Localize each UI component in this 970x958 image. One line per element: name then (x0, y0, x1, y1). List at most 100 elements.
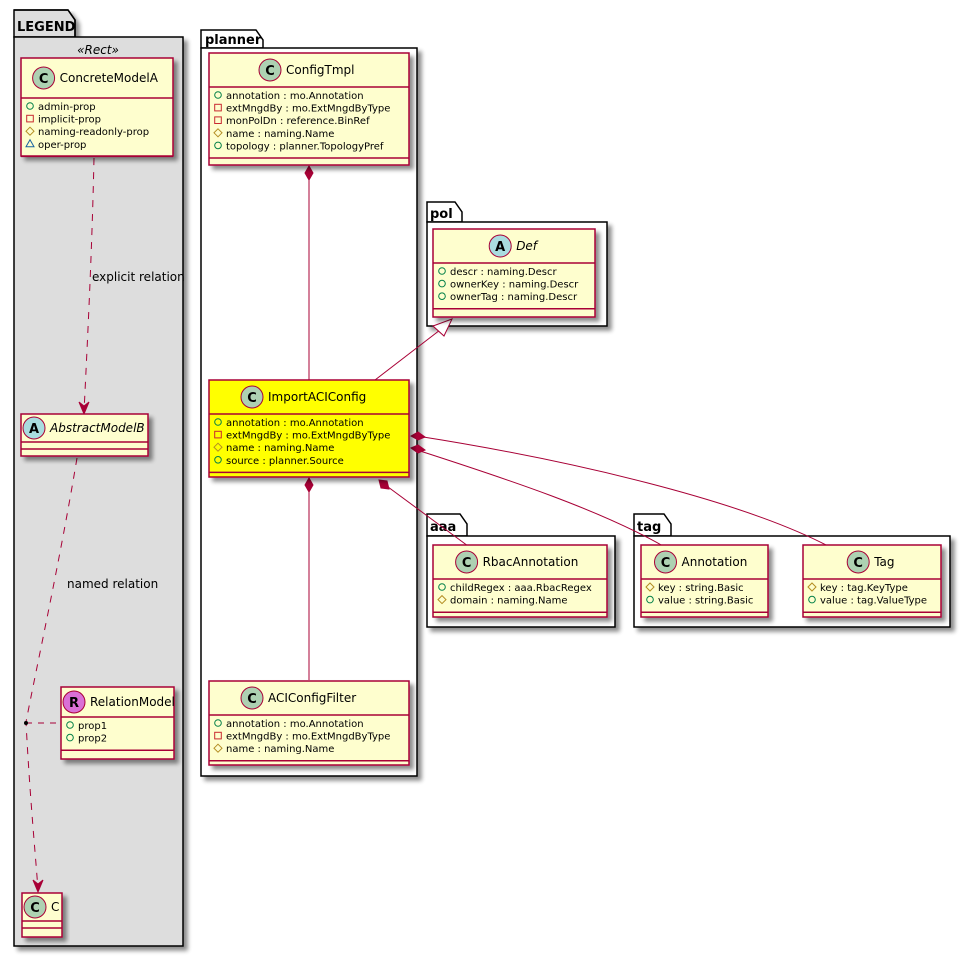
protected-visibility-icon (213, 442, 223, 452)
public-visibility-icon (66, 733, 74, 742)
attribute: extMngdBy : mo.ExtMngdByType (226, 732, 390, 743)
package-pol-label: pol (430, 207, 453, 222)
private-visibility-icon (26, 114, 34, 123)
public-visibility-icon (438, 292, 446, 301)
class-box (802, 544, 942, 618)
label-named-relation: named relation (67, 577, 158, 591)
public-visibility-icon (808, 595, 816, 604)
attribute: name : naming.Name (226, 129, 334, 140)
composition-diamond-rbac (378, 479, 390, 490)
attribute: oper-prop (38, 140, 86, 151)
protected-visibility-icon (213, 743, 223, 753)
attribute: admin-prop (38, 102, 96, 113)
class-import-aci-config[interactable]: C ImportACIConfig annotation : mo.Annotati… (208, 379, 410, 478)
protected-visibility-icon (437, 594, 447, 605)
circle-letter: A (29, 422, 39, 437)
protected-visibility-icon (807, 582, 817, 592)
attribute: name : naming.Name (226, 443, 334, 454)
circle-letter: C (462, 556, 472, 571)
attribute: annotation : mo.Annotation (226, 418, 364, 429)
protected-visibility-icon (645, 582, 655, 592)
attribute: descr : naming.Descr (450, 267, 557, 278)
attribute: naming-readonly-prop (38, 127, 149, 138)
class-box (208, 52, 410, 166)
abstract-circle-icon (22, 416, 46, 440)
class-name: ConcreteModelA (60, 71, 159, 85)
composition-diamond-aciconfigfilter (304, 476, 314, 494)
public-visibility-icon (214, 91, 222, 99)
class-abstract-model-b[interactable]: A AbstractModelB (20, 413, 149, 457)
edge-importaciconfig-tag (416, 435, 829, 547)
class-circle-icon (846, 550, 870, 574)
class-name: RbacAnnotation (483, 555, 579, 569)
class-circle-icon (455, 550, 479, 574)
class-circle-icon (240, 686, 264, 710)
attribute: value : tag.ValueType (820, 596, 927, 607)
arrowhead-named (32, 879, 44, 894)
edge-named-relation (25, 457, 78, 891)
attribute: extMngdBy : mo.ExtMngdByType (226, 431, 390, 442)
class-name: ImportACIConfig (268, 390, 366, 404)
class-name: ConfigTmpl (286, 63, 354, 77)
public-visibility-icon (438, 583, 446, 591)
composition-diamond-configtmpl (304, 164, 314, 182)
package-visibility-icon (25, 138, 35, 148)
attribute: value : string.Basic (658, 596, 753, 607)
public-visibility-icon (438, 279, 446, 288)
public-visibility-icon (26, 102, 34, 110)
attribute: childRegex : aaa.RbacRegex (450, 583, 592, 594)
arrowhead-explicit (78, 401, 90, 416)
circle-letter: C (853, 556, 863, 571)
package-tag-label: tag (637, 520, 661, 535)
class-rbac-annotation[interactable]: C RbacAnnotation childRegex : aaa.RbacRege… (432, 544, 608, 618)
public-visibility-icon (646, 595, 654, 604)
class-circle-icon (32, 66, 56, 90)
association-junction (24, 721, 28, 725)
attribute: annotation : mo.Annotation (226, 91, 364, 102)
class-name: Def (516, 239, 539, 253)
package-planner-label: planner (205, 33, 262, 48)
attribute: annotation : mo.Annotation (226, 719, 364, 730)
abstract-circle-icon (488, 234, 512, 258)
edge-importaciconfig-rbacannotation (383, 483, 469, 547)
class-circle-icon (654, 550, 677, 574)
protected-visibility-icon (25, 126, 35, 136)
class-circle-icon (258, 58, 282, 82)
class-name: Annotation (682, 555, 748, 569)
attribute: key : tag.KeyType (820, 583, 908, 594)
class-def[interactable]: A Def descr : naming.Descr ownerKey : namin… (432, 228, 596, 318)
circle-letter: C (247, 391, 257, 406)
private-visibility-icon (214, 116, 222, 125)
class-circle-icon (23, 895, 47, 919)
public-visibility-icon (66, 721, 74, 729)
attribute: ownerKey : naming.Descr (450, 280, 579, 291)
edge-explicit-relation (83, 157, 95, 413)
public-visibility-icon (438, 267, 446, 275)
circle-letter: A (495, 240, 505, 255)
class-box (432, 228, 596, 318)
attribute: key : string.Basic (658, 583, 744, 594)
public-visibility-icon (214, 719, 222, 727)
class-box (640, 544, 769, 618)
class-name: ACIConfigFilter (268, 691, 356, 705)
attribute: prop1 (78, 721, 107, 732)
legend-stereotype: «Rect» (77, 43, 119, 57)
attribute: ownerTag : naming.Descr (450, 292, 578, 303)
public-visibility-icon (214, 418, 222, 426)
class-name: AbstractModelB (49, 421, 145, 435)
composition-diamond-tag (409, 431, 427, 441)
attribute: name : naming.Name (226, 744, 334, 755)
private-visibility-icon (214, 103, 222, 112)
private-visibility-icon (214, 430, 222, 439)
attribute: implicit-prop (38, 115, 101, 126)
edge-markers (24, 164, 453, 725)
label-explicit-relation: explicit relation (92, 270, 185, 284)
